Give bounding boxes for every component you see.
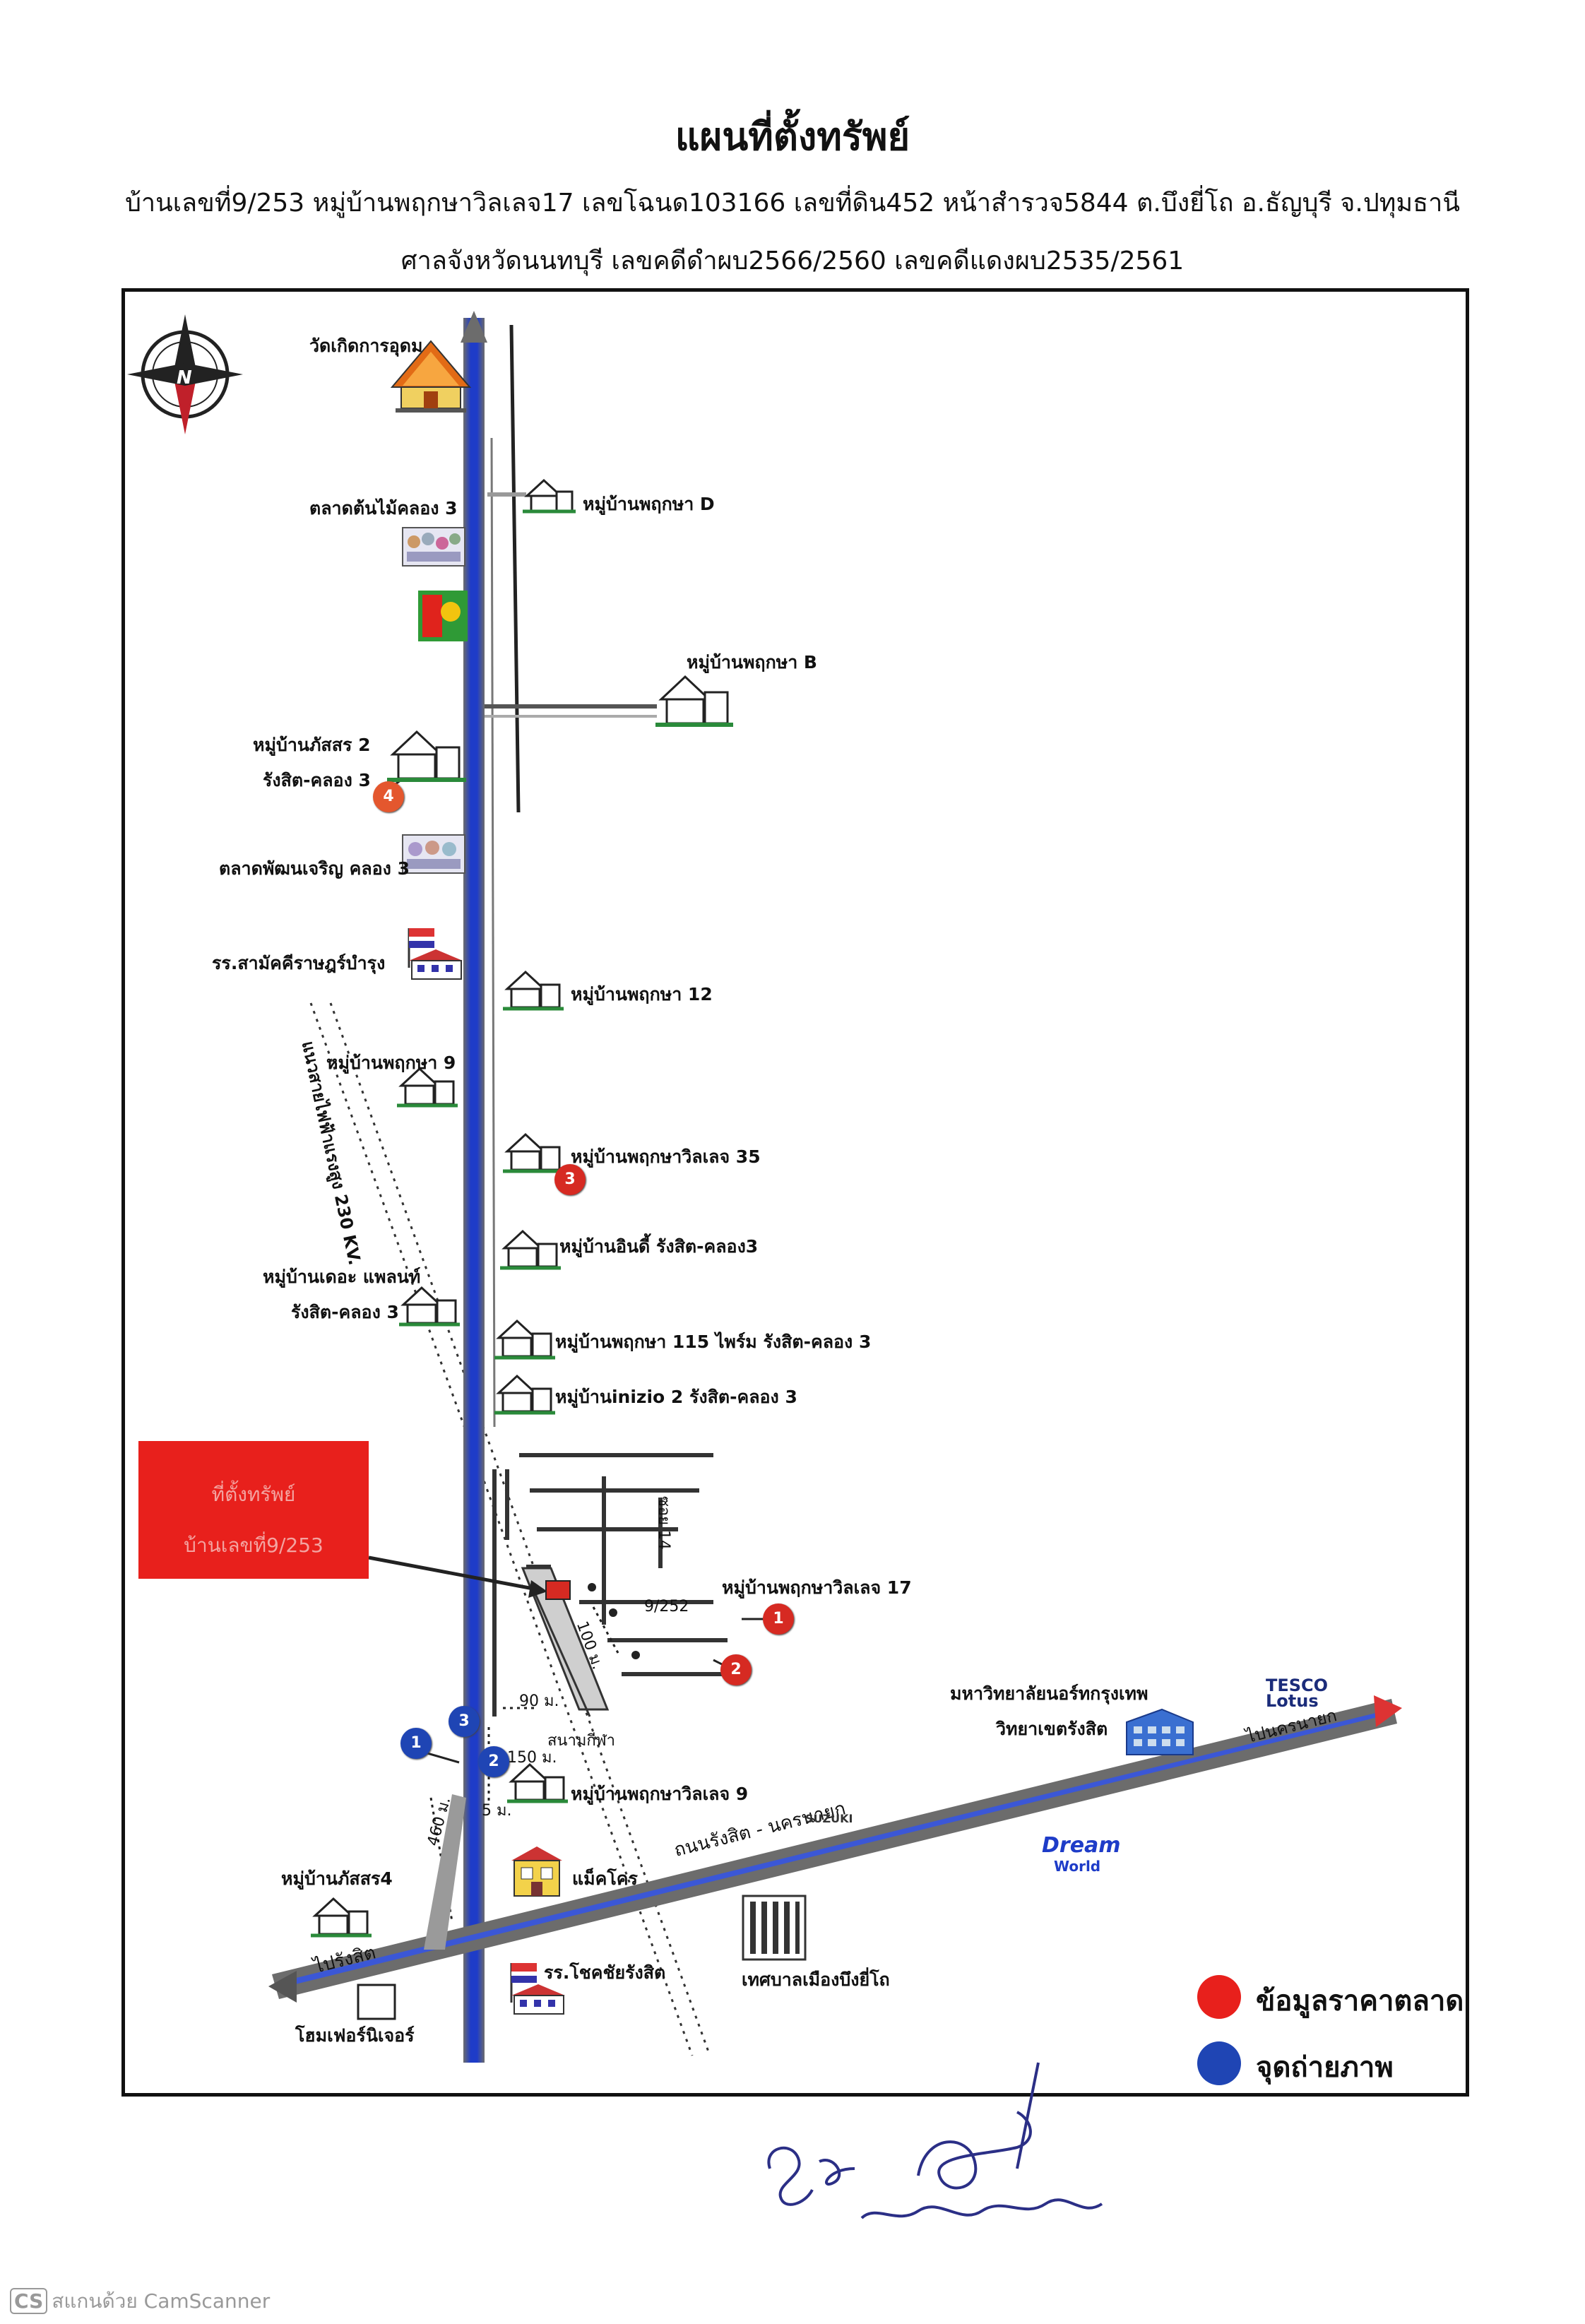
- village-icon-pruksa-b: [655, 675, 733, 727]
- side-road-south: [424, 1794, 466, 1950]
- label-pruksa-village9: หมู่บ้านพฤกษาวิลเลจ 9: [571, 1784, 749, 1804]
- label-pattanacharoen-market: ตลาดพัฒนเจริญ คลอง 3: [219, 858, 410, 879]
- price-marker-3: 3: [554, 1164, 586, 1195]
- tesco-logo-top: TESCO: [1266, 1676, 1329, 1695]
- legend-price-label: ข้อมูลราคาตลาด: [1256, 1985, 1464, 2017]
- village-icon-indy: [500, 1229, 561, 1270]
- subject-property-marker: [545, 1580, 571, 1600]
- tesco-logo-bottom: Lotus: [1266, 1691, 1319, 1711]
- village-icon-theplant: [399, 1286, 460, 1327]
- village-icon-pruksa9: [397, 1067, 458, 1108]
- label-school-bottom: รร.โชคชัยรังสิต: [544, 1962, 666, 1983]
- label-indy: หมู่บ้านอินดี้ รังสิต-คลอง3: [559, 1236, 759, 1257]
- legend-photo-dot: [1197, 2041, 1241, 2085]
- municipality-building-icon: [742, 1895, 807, 1961]
- suzuki-logo: SUZUKI: [805, 1812, 853, 1825]
- label-pruksa-village35: หมู่บ้านพฤกษาวิลเลจ 35: [571, 1146, 761, 1167]
- photo-marker-1: 1: [400, 1728, 432, 1759]
- gas-station-icon: [418, 591, 468, 641]
- distance-150m: 150 ม.: [507, 1749, 557, 1767]
- main-road-diagonal: [268, 1695, 1402, 2003]
- village-icon-pruksa-village35: [503, 1132, 564, 1173]
- distance-90m: 90 ม.: [519, 1692, 559, 1710]
- dream-world-logo-bottom: World: [1054, 1858, 1101, 1875]
- temple-icon: [390, 340, 472, 413]
- village-icon-pruksa-village9: [507, 1762, 568, 1803]
- makro-store-icon: [511, 1846, 562, 1897]
- label-pruksa12: หมู่บ้านพฤกษา 12: [571, 984, 713, 1004]
- label-pattara4: หมู่บ้านภัสสร4: [281, 1868, 393, 1889]
- subject-arrow: [368, 1555, 547, 1598]
- label-theplant-line1: หมู่บ้านเดอะ แพลนท์: [263, 1267, 421, 1287]
- subject-property-box: ที่ตั้งทรัพย์ บ้านเลขที่9/253: [138, 1441, 369, 1579]
- north-compass-icon: [127, 314, 243, 434]
- label-school-top: รร.สามัคคีราษฎร์บำรุง: [212, 953, 386, 973]
- neighbor-lot-number: 9/252: [644, 1598, 689, 1615]
- village-road-grid: [492, 1453, 742, 1717]
- photo-marker-2: 2: [478, 1746, 509, 1777]
- scanner-badge: CS: [10, 2288, 48, 2314]
- scanner-text: สแกนด้วย CamScanner: [52, 2289, 271, 2313]
- signature: [767, 2062, 1103, 2219]
- legend-photo-label: จุดถ่ายภาพ: [1256, 2051, 1394, 2084]
- dream-world-logo-top: Dream: [1042, 1833, 1121, 1858]
- furniture-store-icon: [357, 1984, 396, 2020]
- school-top-icon: [408, 928, 463, 980]
- side-road-north: [490, 324, 521, 1428]
- compass-letter: N: [177, 367, 192, 389]
- price-marker-2: 2: [720, 1654, 752, 1685]
- marker-leaders: [395, 761, 777, 1764]
- school-bottom-icon: [510, 1963, 565, 2015]
- label-pattara2-line1: หมู่บ้านภัสสร 2: [253, 735, 371, 755]
- subject-box-line2: บ้านเลขที่9/253: [184, 1534, 323, 1557]
- subject-soi: [521, 1567, 610, 1717]
- legend-price-dot: [1197, 1975, 1241, 2019]
- label-soi: ซอย 14: [655, 1496, 672, 1551]
- court-case-line: ศาลจังหวัดนนทบุรี เลขคดีดำผบ2566/2560 เล…: [400, 247, 1185, 275]
- village-icon-inizio2: [494, 1374, 555, 1415]
- lot-dots: [588, 1583, 640, 1659]
- label-pruksa-village17: หมู่บ้านพฤกษาวิลเลจ 17: [722, 1577, 912, 1598]
- map-frame: [121, 288, 1469, 2097]
- power-line: [309, 1002, 711, 2056]
- price-marker-4: 4: [373, 781, 404, 812]
- label-university-line2: วิทยาเขตรังสิต: [996, 1719, 1108, 1739]
- page-title: แผนที่ตั้งทรัพย์: [675, 114, 910, 159]
- label-municipality: เทศบาลเมืองบึงยี่โถ: [742, 1969, 890, 1990]
- price-marker-1: 1: [763, 1603, 794, 1635]
- distance-leaders: [429, 1606, 619, 1922]
- label-sport-field: สนามกีฬา: [547, 1732, 616, 1750]
- label-inizio2: หมู่บ้านinizio 2 รังสิต-คลอง 3: [555, 1387, 797, 1407]
- label-university-line1: มหาวิทยาลัยนอร์ทกรุงเทพ: [950, 1683, 1148, 1704]
- label-makro: แม็คโคร: [572, 1868, 638, 1889]
- photo-marker-3: 3: [449, 1706, 480, 1737]
- distance-5m: 5 ม.: [482, 1802, 512, 1820]
- village-icon-pruksa115: [494, 1319, 555, 1360]
- village-icon-pruksa12: [503, 970, 564, 1011]
- subject-box-line1: ที่ตั้งทรัพย์: [211, 1483, 296, 1506]
- flower-market-icon: [402, 527, 465, 567]
- property-address-line: บ้านเลขที่9/253 หมู่บ้านพฤกษาวิลเลจ17 เล…: [125, 189, 1460, 218]
- label-temple: วัดเกิดการอุดม: [309, 336, 423, 356]
- label-flower-market: ตลาดต้นไม้คลอง 3: [309, 498, 458, 518]
- university-building-icon: [1126, 1708, 1194, 1755]
- label-pruksa9: หมู่บ้านพฤกษา 9: [326, 1053, 456, 1073]
- branch-roads: [473, 492, 657, 718]
- village-icon-pruksa-d: [523, 478, 576, 514]
- village-icon-pattara2: [387, 730, 466, 782]
- label-pruksa115: หมู่บ้านพฤกษา 115 ไพร์ม รังสิต-คลอง 3: [555, 1332, 872, 1352]
- label-homepro: โฮมเฟอร์นิเจอร์: [295, 2025, 415, 2046]
- label-pruksa-d: หมู่บ้านพฤกษา D: [583, 494, 715, 514]
- label-pattara2-line2: รังสิต-คลอง 3: [263, 770, 371, 790]
- village-icon-pattara4: [311, 1897, 372, 1938]
- label-pruksa-b: หมู่บ้านพฤกษา B: [687, 652, 817, 672]
- market-icon: [402, 834, 465, 874]
- label-theplant-line2: รังสิต-คลอง 3: [291, 1302, 399, 1322]
